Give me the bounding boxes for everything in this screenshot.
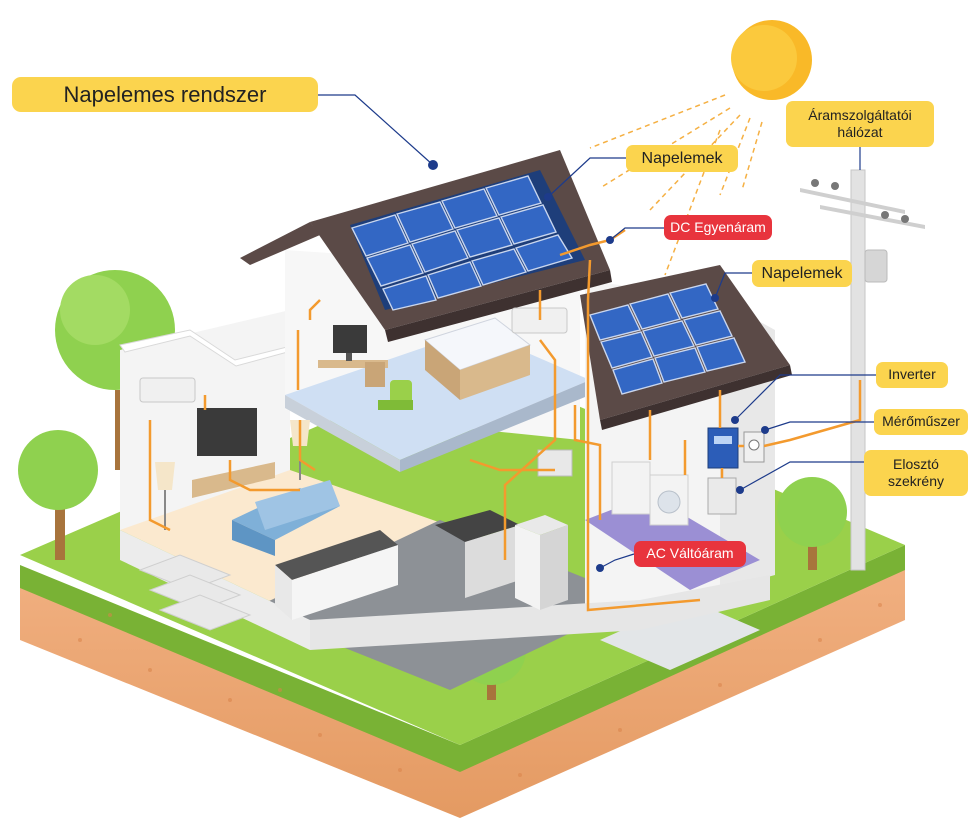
chair [378,380,413,410]
label-solar-panels-second: Napelemek [752,260,852,287]
fuse-box [537,449,573,477]
label-distribution-line2: szekrény [887,473,945,489]
tv [192,408,275,498]
tree-icon [777,477,847,570]
main-solar-panels [350,170,585,311]
washing-machine [611,461,689,526]
distribution-box-icon [707,477,737,515]
leader-lines [318,94,876,569]
desk [318,325,388,387]
second-solar-panels [589,283,746,395]
label-utility-grid-line1: Áramszolgáltatói [808,106,912,123]
label-meter: Mérőműszer [874,409,968,435]
label-utility-grid: Áramszolgáltatói hálózat [786,101,934,147]
tree-icon [18,430,98,560]
leader-dots [428,160,769,572]
utility-pole-icon [800,169,925,571]
sun-icon [720,12,820,112]
bed [423,317,532,400]
wiring [148,228,862,612]
label-utility-grid-line2: hálózat [837,124,883,140]
diagram-title: Napelemes rendszer [12,77,318,112]
air-conditioner [139,307,568,403]
label-distribution-line1: Elosztó [893,455,939,472]
fridge [515,515,568,610]
label-inverter: Inverter [876,362,948,388]
label-dc-current: DC Egyenáram [664,215,772,240]
meter-icon [743,431,765,463]
kitchen-counter [275,530,398,620]
entry-stairs [138,554,252,631]
inverter-icon [707,427,739,469]
label-solar-panels-main: Napelemek [626,145,738,172]
sun-rays [589,94,763,276]
label-distribution-box: Elosztó szekrény [864,450,968,496]
label-ac-current: AC Váltóáram [634,541,746,567]
sofa [232,480,340,556]
